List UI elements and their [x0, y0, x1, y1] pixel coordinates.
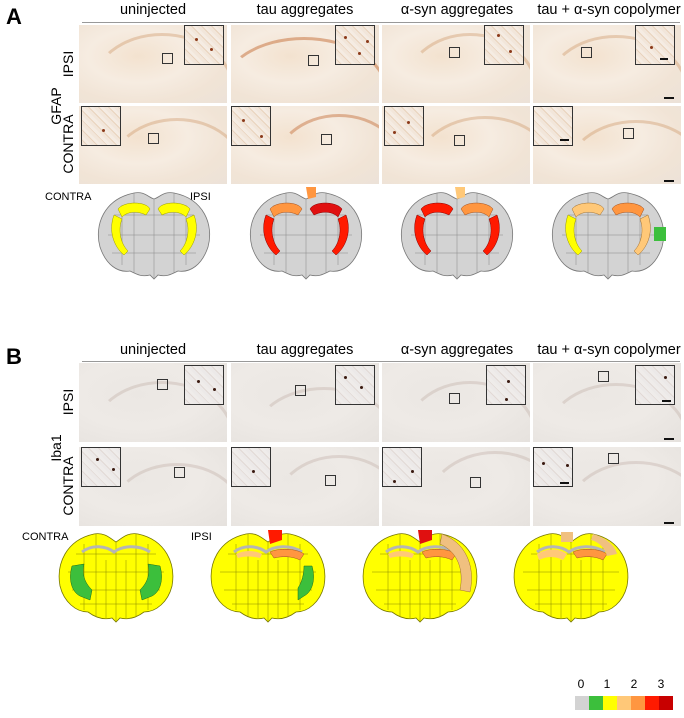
legend-swatch-6 — [659, 696, 673, 710]
legend-swatch-0 — [575, 696, 589, 710]
inset-zoom — [486, 365, 526, 405]
roi-box — [325, 475, 336, 486]
inset-zoom — [384, 106, 424, 146]
brain-map-iba1-tau — [209, 530, 327, 624]
scale-bar — [664, 522, 674, 524]
inset-zoom — [231, 447, 271, 487]
panel-letter-a: A — [6, 4, 22, 29]
roi-box — [581, 47, 592, 58]
inset-zoom — [184, 25, 224, 65]
row-label-contra: CONTRA — [60, 114, 76, 174]
inset-zoom — [533, 447, 573, 487]
roi-box — [449, 393, 460, 404]
micrograph-iba1-ipsi-copolymer — [533, 363, 681, 442]
column-header-asyn-aggregates: α-syn aggregates — [400, 342, 514, 358]
legend-swatch-4 — [631, 696, 645, 710]
micrograph-gfap-ipsi-tau — [231, 25, 379, 103]
micrograph-iba1-contra-uninjected — [79, 447, 227, 526]
inset-zoom — [635, 25, 675, 65]
column-header-tau-aggregates: tau aggregates — [256, 342, 354, 358]
header-divider — [82, 22, 680, 23]
legend-swatch-3 — [617, 696, 631, 710]
brain-map-gfap-asyn — [400, 187, 514, 280]
inset-zoom — [184, 365, 224, 405]
micrograph-iba1-ipsi-asyn — [382, 363, 530, 442]
brain-map-gfap-copolymer — [551, 192, 666, 280]
inset-zoom — [335, 25, 375, 65]
column-header-tau-aggregates: tau aggregates — [256, 2, 354, 18]
roi-box — [470, 477, 481, 488]
column-header-uninjected: uninjected — [119, 342, 187, 358]
legend-tick-2: 2 — [630, 677, 638, 691]
inset-zoom — [81, 447, 121, 487]
iba1-heatmaps — [57, 530, 630, 624]
micrograph-iba1-contra-tau — [231, 447, 379, 526]
legend-tick-1: 1 — [603, 677, 611, 691]
micrograph-gfap-contra-tau — [231, 106, 379, 184]
inset-zoom — [382, 447, 422, 487]
micrograph-gfap-ipsi-asyn — [382, 25, 530, 103]
column-header-copolymer: tau + α-syn copolymer — [537, 342, 681, 358]
row-label-ipsi: IPSI — [60, 50, 76, 78]
legend-swatch-5 — [645, 696, 659, 710]
color-scale-legend: 0 1 2 3 — [573, 677, 683, 717]
roi-box — [598, 371, 609, 382]
row-label-ipsi: IPSI — [60, 388, 76, 416]
inset-zoom — [635, 365, 675, 405]
legend-tick-0: 0 — [577, 677, 585, 691]
micrograph-iba1-ipsi-tau — [231, 363, 379, 442]
column-header-uninjected: uninjected — [119, 2, 187, 18]
micrograph-iba1-contra-asyn — [382, 447, 530, 526]
brain-map-gfap-uninjected — [97, 192, 211, 280]
roi-box — [608, 453, 619, 464]
roi-box — [157, 379, 168, 390]
inset-zoom — [484, 25, 524, 65]
inset-zoom — [533, 106, 573, 146]
inset-zoom — [81, 106, 121, 146]
micrograph-iba1-contra-copolymer — [533, 447, 681, 526]
gfap-heatmaps — [97, 187, 666, 280]
roi-box — [148, 133, 159, 144]
inset-zoom — [231, 106, 271, 146]
column-header-copolymer: tau + α-syn copolymer — [537, 2, 681, 18]
column-header-asyn-aggregates: α-syn aggregates — [400, 2, 514, 18]
roi-box — [295, 385, 306, 396]
legend-swatch-2 — [603, 696, 617, 710]
panel-letter-b: B — [6, 344, 22, 369]
map-label-contra: CONTRA — [22, 531, 69, 543]
roi-box — [449, 47, 460, 58]
micrograph-gfap-ipsi-uninjected — [79, 25, 227, 103]
legend-tick-3: 3 — [657, 677, 665, 691]
map-label-contra: CONTRA — [45, 191, 92, 203]
micrograph-iba1-ipsi-uninjected — [79, 363, 227, 442]
roi-box — [623, 128, 634, 139]
scale-bar — [664, 180, 674, 182]
legend-colorbar — [575, 696, 673, 710]
scale-bar — [664, 97, 674, 99]
scale-bar — [664, 438, 674, 440]
row-label-contra: CONTRA — [60, 456, 76, 516]
brain-map-iba1-copolymer — [512, 532, 630, 624]
roi-box — [162, 53, 173, 64]
map-label-ipsi: IPSI — [190, 191, 211, 203]
roi-box — [454, 135, 465, 146]
micrograph-gfap-contra-asyn — [382, 106, 530, 184]
brain-map-gfap-tau — [249, 187, 363, 280]
header-divider — [82, 361, 680, 362]
inset-zoom — [335, 365, 375, 405]
roi-box — [308, 55, 319, 66]
roi-box — [321, 134, 332, 145]
legend-swatch-1 — [589, 696, 603, 710]
micrograph-gfap-contra-uninjected — [79, 106, 227, 184]
brain-map-iba1-uninjected — [57, 532, 175, 624]
map-label-ipsi: IPSI — [191, 531, 212, 543]
micrograph-gfap-ipsi-copolymer — [533, 25, 681, 103]
roi-box — [174, 467, 185, 478]
brain-map-iba1-asyn — [361, 530, 479, 624]
micrograph-gfap-contra-copolymer — [533, 106, 681, 184]
